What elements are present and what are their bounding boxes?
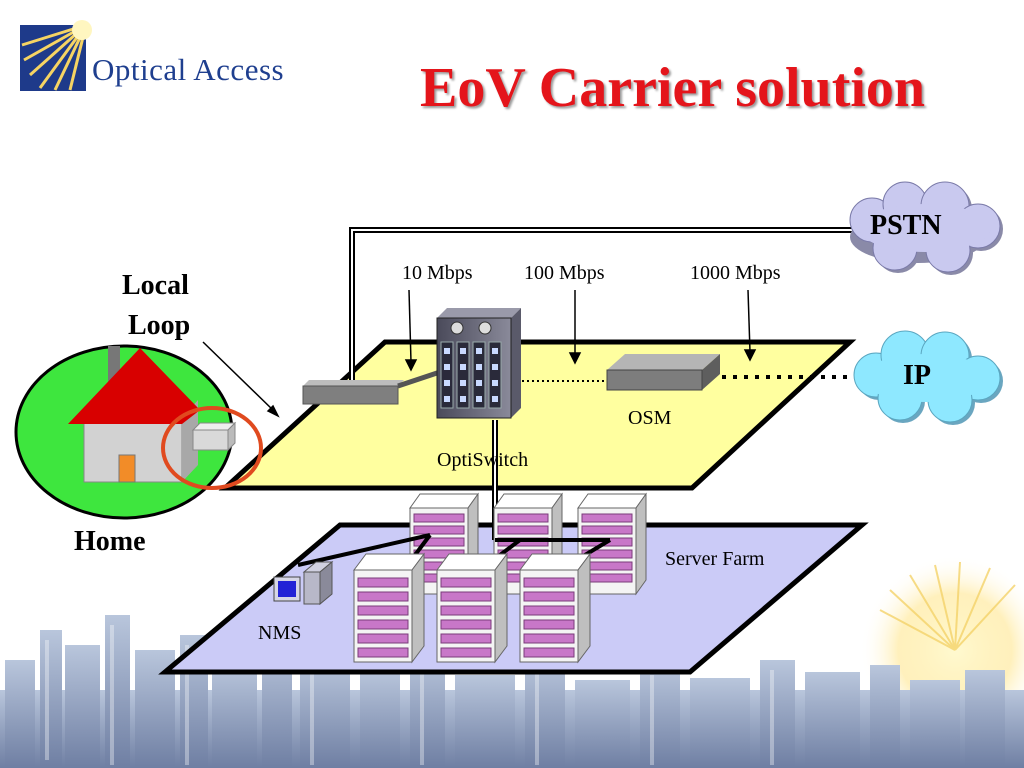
access-uplink xyxy=(397,369,441,389)
home-icon[interactable] xyxy=(14,344,263,520)
server-rack[interactable] xyxy=(353,552,425,664)
logo-icon xyxy=(20,20,92,91)
osm-device[interactable] xyxy=(606,354,720,391)
optiswitch-label: OptiSwitch xyxy=(437,449,529,471)
ip-label: IP xyxy=(903,360,931,391)
server-rack[interactable] xyxy=(577,492,647,596)
pstn-cloud-icon[interactable] xyxy=(849,181,1003,275)
speed-100-label: 100 Mbps xyxy=(524,262,605,284)
home-label: Home xyxy=(74,526,146,557)
local-loop-highlight xyxy=(161,406,263,490)
local-loop-label-line2: Loop xyxy=(128,310,191,341)
server-rack[interactable] xyxy=(436,552,508,664)
speed-10-label: 10 Mbps xyxy=(402,262,473,284)
server-farm-label: Server Farm xyxy=(665,548,765,570)
optiswitch-device[interactable] xyxy=(436,308,521,419)
local-loop-label-line1: Local xyxy=(122,270,189,301)
server-farm-plane xyxy=(158,522,869,675)
speed-1000-label: 1000 Mbps xyxy=(690,262,781,284)
city-skyline xyxy=(0,615,1024,768)
speed-arrows xyxy=(404,289,757,372)
local-loop-arrow xyxy=(202,341,280,418)
pstn-label: PSTN xyxy=(870,210,942,241)
access-device[interactable] xyxy=(302,380,404,405)
nms-label: NMS xyxy=(258,622,302,644)
osm-label: OSM xyxy=(628,407,672,429)
city-windows xyxy=(45,625,774,765)
ip-cloud-icon[interactable] xyxy=(853,330,1003,425)
server-rack[interactable] xyxy=(519,552,591,664)
logo-text: Optical Access xyxy=(92,52,285,87)
network-plane xyxy=(218,339,857,491)
nms-workstation-icon[interactable] xyxy=(273,560,334,606)
page-title: EoV Carrier solution xyxy=(420,57,926,119)
